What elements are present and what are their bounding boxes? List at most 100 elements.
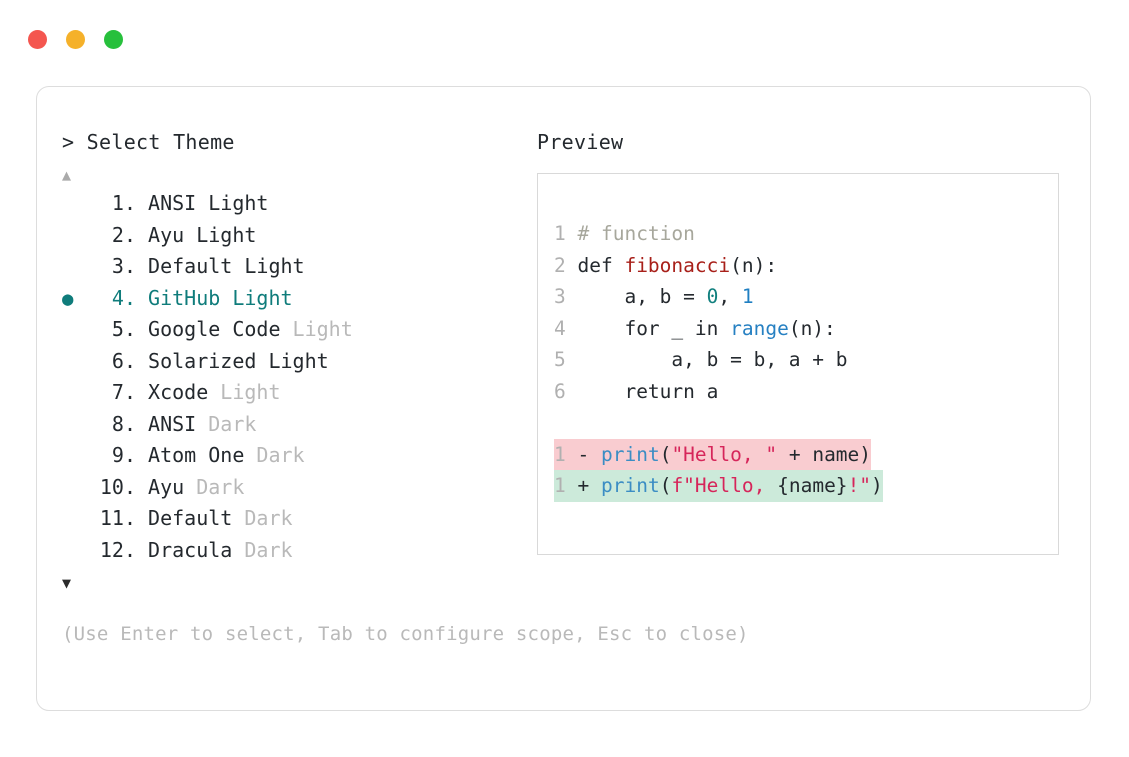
maximize-dot[interactable] [104, 30, 123, 49]
line-number: 4 [554, 316, 566, 340]
line-number: 5 [554, 348, 566, 371]
theme-item-variant: Dark [196, 474, 245, 499]
code-token: a, b = b, a + b [565, 348, 848, 371]
theme-item-name: Default [136, 506, 245, 530]
theme-list-item[interactable]: 6. Solarized Light [62, 349, 522, 381]
diff-marker: + [565, 474, 601, 497]
theme-list-item[interactable]: 12. Dracula Dark [62, 538, 522, 570]
line-number: 6 [554, 379, 566, 403]
theme-item-name: Ayu [136, 222, 197, 247]
code-token: f"Hello, [671, 474, 778, 497]
code-token: fibonacci [624, 253, 731, 277]
theme-item-variant: Dark [208, 411, 257, 436]
code-token: for _ in [565, 316, 731, 340]
code-token: 0 [706, 285, 719, 308]
diff-block: 1 - print("Hello, " + name)1 + print(f"H… [554, 438, 1058, 502]
theme-list-item[interactable]: 3. Default Light [62, 254, 522, 286]
code-line: 3 a, b = 0, 1 [554, 281, 754, 313]
theme-item-variant: Light [268, 348, 329, 373]
theme-item-variant: Light [208, 191, 269, 215]
theme-item-index: 3. [111, 254, 136, 278]
code-token: 1 [741, 285, 754, 308]
line-number: 1 [554, 222, 566, 245]
theme-list-item[interactable]: 8. ANSI Dark [62, 412, 522, 444]
theme-item-variant: Light [220, 380, 281, 404]
code-token: ) [871, 474, 883, 497]
theme-list-item[interactable]: 7. Xcode Light [62, 380, 522, 412]
theme-item-index: 4. [111, 285, 136, 310]
code-token: + name) [777, 442, 872, 466]
minimize-dot[interactable] [66, 30, 85, 49]
theme-item-index: 9. [111, 443, 136, 467]
scroll-down-icon[interactable]: ▼ [62, 574, 72, 592]
theme-item-variant: Dark [244, 537, 293, 562]
line-number: 1 [554, 474, 566, 497]
code-line: 2 def fibonacci(n): [554, 250, 777, 282]
theme-item-variant: Light [292, 317, 353, 341]
code-token: (n): [788, 316, 836, 340]
code-line: 4 for _ in range(n): [554, 313, 836, 345]
scroll-up-icon[interactable]: ▲ [62, 166, 72, 184]
code-line: 1 # function [554, 218, 695, 250]
code-spacer [554, 407, 1058, 439]
code-line: 5 a, b = b, a + b [554, 344, 848, 376]
theme-item-name: Ayu [136, 474, 197, 499]
code-token: ( [659, 442, 672, 466]
code-token: "Hello, " [671, 442, 778, 466]
code-token: range [730, 316, 789, 340]
theme-item-index: 11. [99, 506, 136, 530]
line-number: 3 [554, 285, 566, 308]
theme-item-index: 6. [111, 348, 136, 373]
theme-item-index: 5. [111, 317, 136, 341]
theme-item-variant: Light [232, 285, 293, 310]
diff-marker: - [565, 442, 601, 466]
code-token: , [718, 285, 742, 308]
line-number: 2 [554, 253, 566, 277]
theme-list-item[interactable]: 2. Ayu Light [62, 223, 522, 255]
theme-item-name: Solarized [136, 348, 269, 373]
code-token: def [565, 253, 625, 277]
code-token: print [600, 474, 660, 497]
theme-item-name: Dracula [136, 537, 245, 562]
theme-item-name: Atom One [136, 443, 257, 467]
selected-bullet-icon: ● [62, 287, 74, 310]
code-line: 6 return a [554, 376, 718, 408]
theme-item-name: ANSI [136, 191, 209, 215]
line-number: 1 [554, 442, 566, 466]
code-token: # function [565, 222, 695, 245]
theme-list-item[interactable]: 9. Atom One Dark [62, 443, 522, 475]
code-token: return a [565, 379, 719, 403]
theme-list-item[interactable]: 1. ANSI Light [62, 191, 522, 223]
theme-item-index: 1. [111, 191, 136, 215]
theme-item-variant: Light [244, 254, 305, 278]
theme-item-variant: Dark [256, 443, 305, 467]
keyboard-help-text: (Use Enter to select, Tab to configure s… [62, 623, 749, 645]
theme-item-name: ANSI [136, 411, 209, 436]
theme-item-name: Google Code [136, 317, 293, 341]
theme-list-item[interactable]: ●4. GitHub Light [62, 286, 522, 318]
code-token: (n): [730, 253, 778, 277]
theme-item-name: Default [136, 254, 245, 278]
preview-title: Preview [537, 130, 624, 154]
code-token: print [600, 442, 660, 466]
theme-item-variant: Light [196, 222, 257, 247]
theme-item-variant: Dark [244, 506, 293, 530]
code-token: ( [659, 474, 672, 497]
code-token: a, b = [565, 285, 707, 308]
theme-item-index: 7. [111, 380, 136, 404]
diff-line: 1 - print("Hello, " + name) [554, 438, 872, 470]
page-title: > Select Theme [62, 130, 235, 154]
theme-item-name: Xcode [136, 380, 221, 404]
theme-list-item[interactable]: 10. Ayu Dark [62, 475, 522, 507]
theme-item-index: 10. [99, 474, 136, 499]
diff-line: 1 + print(f"Hello, {name}!") [554, 470, 883, 502]
close-dot[interactable] [28, 30, 47, 49]
theme-list-item[interactable]: 5. Google Code Light [62, 317, 522, 349]
theme-list-item[interactable]: 11. Default Dark [62, 506, 522, 538]
code-token: !" [847, 474, 872, 497]
